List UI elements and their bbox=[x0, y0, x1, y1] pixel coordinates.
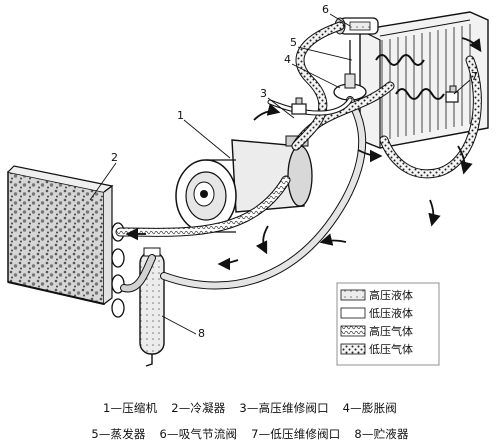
callout-6: 6 bbox=[322, 3, 329, 16]
legend: 高压液体 低压液体 高压气体 低压气体 bbox=[336, 282, 440, 366]
legend-label-low-pressure-liquid: 低压液体 bbox=[369, 306, 413, 320]
legend-swatch-high-pressure-liquid bbox=[340, 289, 366, 301]
legend-label-low-pressure-gas: 低压气体 bbox=[369, 342, 413, 356]
piping bbox=[115, 21, 482, 293]
flow-arrows bbox=[125, 37, 482, 271]
callout-1: 1 bbox=[177, 109, 184, 122]
legend-label-high-pressure-liquid: 高压液体 bbox=[369, 288, 413, 302]
caption-item-suction-throttle-valve: 6—吸气节流阀 bbox=[159, 427, 238, 441]
high-pressure-service-port bbox=[291, 97, 307, 115]
callout-2: 2 bbox=[111, 151, 118, 164]
legend-swatch-low-pressure-liquid bbox=[340, 307, 366, 319]
callout-3: 3 bbox=[260, 87, 267, 100]
caption-item-evaporator: 5—蒸发器 bbox=[91, 427, 146, 441]
legend-swatch-low-pressure-gas bbox=[340, 343, 366, 355]
caption-row-2: 5—蒸发器 6—吸气节流阀 7—低压维修阀口 8—贮液器 bbox=[0, 426, 500, 442]
caption-row-1: 1—压缩机 2—冷凝器 3—高压维修阀口 4—膨胀阀 bbox=[0, 400, 500, 416]
low-pressure-service-port bbox=[445, 85, 459, 103]
compressor bbox=[175, 135, 313, 233]
caption-item-expansion-valve: 4—膨胀阀 bbox=[342, 401, 397, 415]
caption-item-receiver-drier: 8—贮液器 bbox=[354, 427, 409, 441]
caption-item-high-pressure-service-port: 3—高压维修阀口 bbox=[239, 401, 329, 415]
callout-5: 5 bbox=[290, 36, 297, 49]
caption-item-compressor: 1—压缩机 bbox=[103, 401, 158, 415]
callout-7: 7 bbox=[471, 70, 478, 83]
condenser bbox=[7, 165, 125, 318]
evaporator bbox=[359, 11, 489, 149]
caption-item-low-pressure-service-port: 7—低压维修阀口 bbox=[251, 427, 341, 441]
caption-item-condenser: 2—冷凝器 bbox=[171, 401, 226, 415]
legend-swatch-high-pressure-gas bbox=[340, 325, 366, 337]
callout-leaders bbox=[89, 13, 471, 335]
expansion-valve bbox=[333, 40, 367, 101]
legend-label-high-pressure-gas: 高压气体 bbox=[369, 324, 413, 338]
callout-8: 8 bbox=[198, 327, 205, 340]
callout-4: 4 bbox=[284, 53, 291, 66]
